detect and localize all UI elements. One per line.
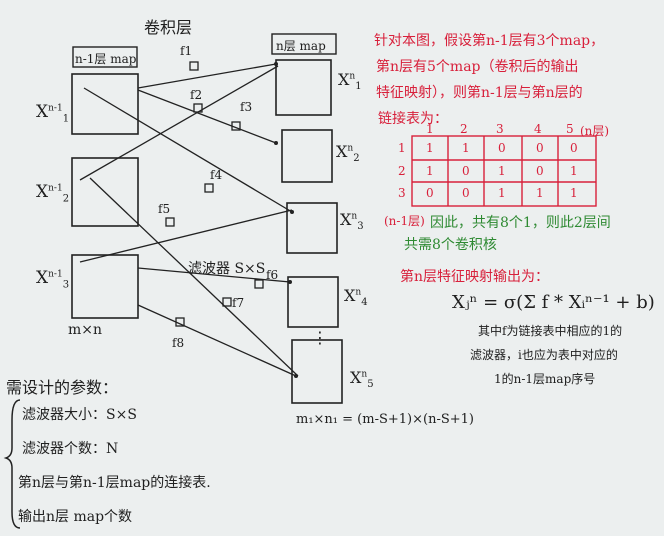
- intro-line-4: 链接表为：: [378, 111, 448, 127]
- right-size-label: m₁×n₁ = (m-S+1)×(n-S+1): [296, 412, 474, 427]
- link-table-cell: 1: [498, 164, 506, 178]
- link-table-cell: 0: [536, 164, 544, 178]
- filter-box-f1: [189, 61, 199, 71]
- connection-f1: [137, 63, 277, 89]
- filter-box-f8: [175, 317, 185, 327]
- output-formula: Xⱼⁿ = σ(Σ f * Xᵢⁿ⁻¹ + b): [452, 292, 655, 313]
- filter-label-f4: f4: [210, 168, 223, 182]
- left-layer-label: n-1层 map: [75, 52, 137, 66]
- left-size-label: m×n: [68, 322, 103, 338]
- intro-line-1: 针对本图，假设第n-1层有3个map，: [374, 33, 605, 49]
- link-table-cell: 1: [570, 164, 578, 178]
- right-map-5: [291, 339, 343, 404]
- right-maps-ellipsis: ⋮: [312, 328, 328, 347]
- right-layer-label: n层 map: [276, 39, 326, 53]
- connection-f4: [79, 65, 279, 181]
- conclusion-line-2: 共需8个卷积核: [404, 237, 497, 253]
- right-map-label-5: Xn5: [350, 368, 374, 391]
- right-map-4: [287, 276, 339, 328]
- link-table-cell: 0: [536, 141, 544, 155]
- filter-label-f5: f5: [158, 202, 171, 216]
- link-table-cell: 1: [536, 186, 544, 200]
- filter-label-f2: f2: [190, 88, 203, 102]
- link-table-cell: 0: [570, 141, 578, 155]
- filter-label-f3: f3: [240, 100, 253, 114]
- output-title: 第n层特征映射输出为：: [400, 269, 550, 285]
- link-table-cell: 0: [426, 186, 434, 200]
- col-header-note: (n层): [580, 124, 610, 138]
- filter-label-f8: f8: [172, 336, 185, 350]
- link-table-cell: 1: [498, 186, 506, 200]
- col-header-3: 3: [496, 122, 504, 136]
- row-header-note: (n-1层): [384, 214, 425, 228]
- row-header-2: 2: [398, 164, 406, 178]
- left-map-1: [71, 73, 139, 135]
- params-brace: [3, 399, 21, 529]
- right-layer-header-box: [271, 33, 337, 55]
- filter-label-f1: f1: [180, 44, 193, 58]
- connection-f7: [137, 267, 291, 283]
- filter-box-f4: [204, 183, 214, 193]
- link-table-cell: 0: [498, 141, 506, 155]
- link-table-cell: 0: [462, 186, 470, 200]
- left-map-label-2: Xn-12: [36, 182, 70, 205]
- filter-box-f3: [231, 121, 241, 131]
- left-layer-header-box: [72, 46, 138, 68]
- left-map-label-3: Xn-13: [36, 268, 70, 291]
- params-title: 需设计的参数：: [6, 378, 119, 397]
- link-table-cell: 1: [426, 141, 434, 155]
- param-item-1: 滤波器大小：S×S: [22, 407, 137, 423]
- row-header-3: 3: [398, 186, 406, 200]
- right-map-label-1: Xn1: [338, 70, 362, 93]
- col-header-4: 4: [534, 122, 542, 136]
- left-map-3: [71, 254, 139, 319]
- connection-f3: [83, 87, 293, 213]
- filter-size-note: 滤波器 S×S: [188, 261, 266, 277]
- filter-box-f6: [254, 279, 264, 289]
- col-header-2: 2: [460, 122, 468, 136]
- right-map-label-4: Xn4: [344, 286, 368, 309]
- left-map-label-1: Xn-11: [36, 102, 70, 125]
- formula-note-2: 滤波器，i也应为表中对应的: [470, 348, 618, 362]
- param-item-2: 滤波器个数：N: [22, 441, 119, 457]
- right-map-3: [286, 202, 338, 254]
- filter-box-f7: [222, 297, 232, 307]
- right-map-2: [281, 129, 333, 183]
- connection-f6: [79, 209, 293, 263]
- link-table-cell: 1: [426, 164, 434, 178]
- link-table-cell: 1: [570, 186, 578, 200]
- right-map-label-2: Xn2: [336, 142, 360, 165]
- col-header-5: 5: [566, 122, 574, 136]
- conclusion-line-1: 因此，共有8个1，则此2层间: [430, 215, 611, 231]
- right-map-1: [275, 59, 332, 116]
- formula-note-3: 1的n-1层map序号: [494, 372, 596, 386]
- filter-label-f7: f7: [232, 296, 245, 310]
- param-item-4: 输出n层 map个数: [18, 509, 133, 525]
- row-header-1: 1: [398, 141, 406, 155]
- col-header-1: 1: [426, 122, 434, 136]
- left-map-2: [71, 157, 139, 227]
- link-table-frame: [411, 135, 597, 207]
- link-table-cell: 0: [462, 164, 470, 178]
- filter-box-f5: [165, 217, 175, 227]
- right-map-label-3: Xn3: [340, 210, 364, 233]
- intro-line-2: 第n层有5个map（卷积后的输出: [376, 59, 579, 75]
- connection-f5: [89, 177, 299, 377]
- param-item-3: 第n层与第n-1层map的连接表.: [18, 475, 211, 491]
- filter-label-f6: f6: [266, 268, 279, 282]
- intro-line-3: 特征映射），则第n-1层与第n层的: [376, 85, 583, 101]
- connection-f8: [137, 304, 297, 377]
- diagram-title: 卷积层: [144, 18, 193, 37]
- formula-note-1: 其中f为链接表中相应的1的: [478, 324, 623, 338]
- connection-f2: [137, 89, 277, 144]
- link-table-cell: 1: [462, 141, 470, 155]
- filter-box-f2: [193, 103, 203, 113]
